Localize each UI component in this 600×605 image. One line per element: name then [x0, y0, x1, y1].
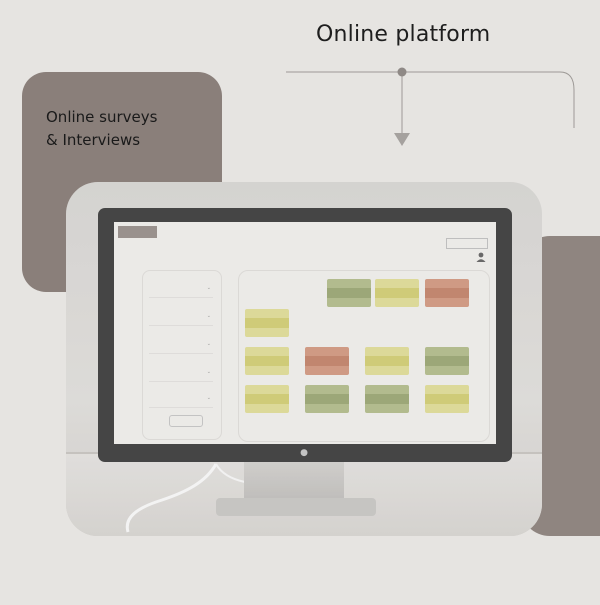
- sidebar-filter: ⌄: [149, 363, 213, 382]
- tile: [375, 279, 419, 307]
- tile: [425, 347, 469, 375]
- screen-sidebar: ⌄ ⌄ ⌄ ⌄ ⌄: [142, 270, 222, 440]
- tile: [425, 385, 469, 413]
- tile: [425, 279, 469, 307]
- sidebar-filter: ⌄: [149, 307, 213, 326]
- tile: [365, 385, 409, 413]
- surveys-card-text: Online surveys & Interviews: [46, 106, 216, 152]
- photo-overlay: [66, 182, 542, 536]
- tile: [327, 279, 371, 307]
- tile: [305, 385, 349, 413]
- dot-icon: [397, 67, 407, 77]
- tile: [365, 347, 409, 375]
- sidebar-apply-button: [169, 415, 203, 427]
- tile: [245, 385, 289, 413]
- tile: [305, 347, 349, 375]
- sidebar-filter: ⌄: [149, 389, 213, 408]
- sidebar-filter: ⌄: [149, 335, 213, 354]
- surveys-card-line2: & Interviews: [46, 131, 141, 149]
- monitor-screen: ⌄ ⌄ ⌄ ⌄ ⌄: [114, 222, 496, 444]
- monitor-stand-base: [216, 498, 376, 516]
- tile: [245, 309, 289, 337]
- screen-signin-button: [446, 238, 488, 249]
- page-heading: Online platform: [316, 22, 491, 47]
- apple-logo-icon: ●: [300, 448, 308, 458]
- monitor-stand: [244, 462, 344, 500]
- tile: [245, 347, 289, 375]
- monitor: ⌄ ⌄ ⌄ ⌄ ⌄: [98, 208, 512, 462]
- sidebar-filter: ⌄: [149, 279, 213, 298]
- surveys-card-line1: Online surveys: [46, 108, 158, 126]
- user-icon: [476, 252, 486, 262]
- arrow-down-icon: [394, 133, 410, 146]
- app-logo: [118, 226, 157, 238]
- monitor-photo: ⌄ ⌄ ⌄ ⌄ ⌄: [66, 182, 542, 536]
- screen-main-panel: [238, 270, 490, 442]
